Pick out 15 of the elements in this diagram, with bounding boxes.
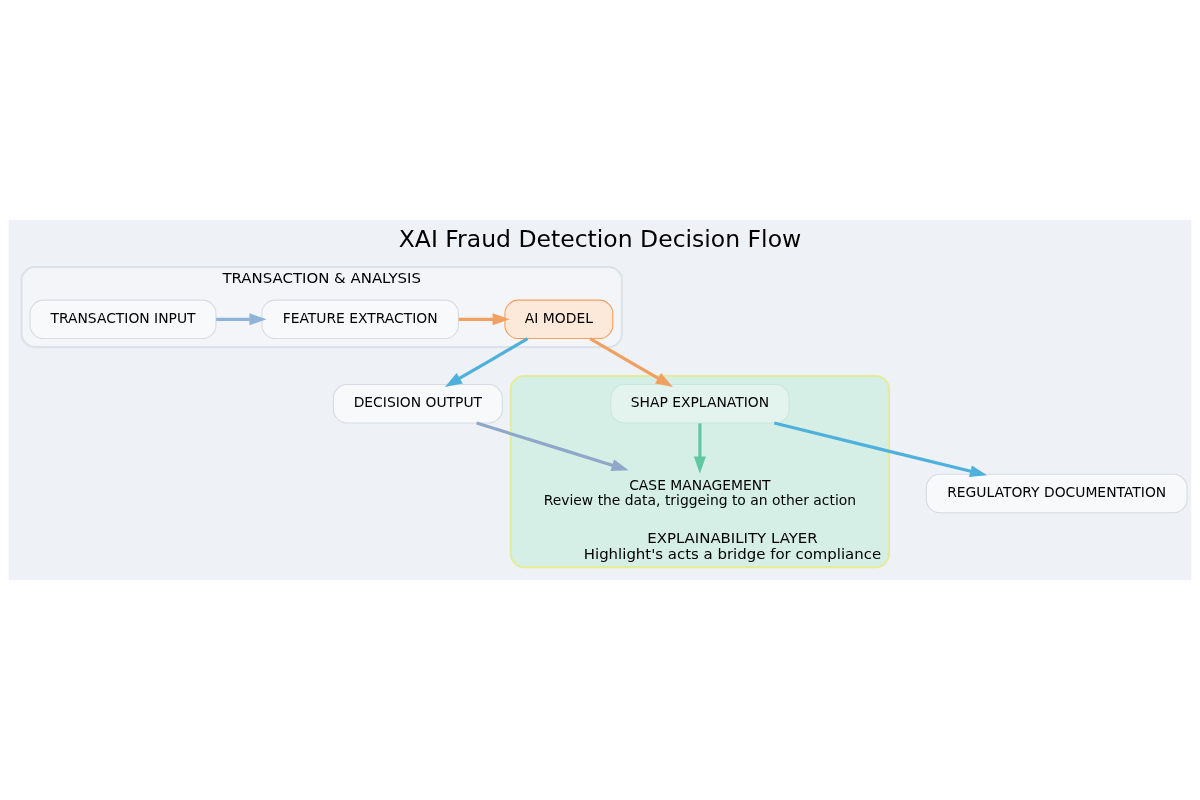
arrow xyxy=(773,421,988,478)
node-box: TRANSACTION INPUT xyxy=(29,299,217,340)
arrow xyxy=(693,423,706,474)
arrow xyxy=(589,337,673,387)
node-box: FEATURE EXTRACTION xyxy=(261,299,459,340)
node-box: SHAP EXPLANATION xyxy=(610,383,790,424)
node-box: REGULATORY DOCUMENTATION xyxy=(925,473,1188,514)
arrow xyxy=(444,337,529,387)
node-text: CASE MANAGEMENT Review the data, triggeing to an other action xyxy=(543,476,857,508)
arrow xyxy=(216,313,267,326)
node-box: AI MODEL xyxy=(504,299,614,340)
node-box: DECISION OUTPUT xyxy=(332,383,503,424)
arrow xyxy=(476,421,629,471)
diagram-title: XAI Fraud Detection Decision Flow xyxy=(398,225,802,254)
arrow xyxy=(458,313,510,326)
